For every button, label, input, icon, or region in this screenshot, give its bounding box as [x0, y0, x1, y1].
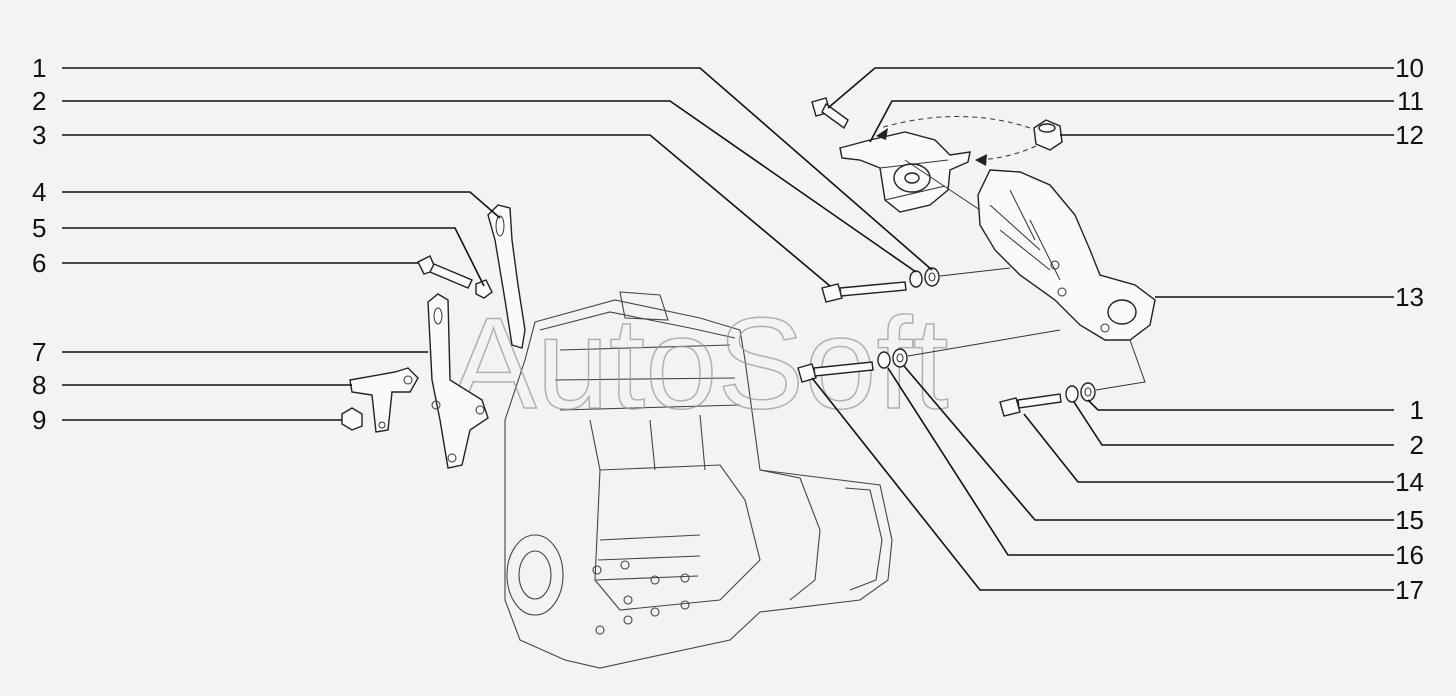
- callout-14: 14: [1395, 467, 1424, 497]
- callouts-right: 10 11 12 13 1 2 14 15 16 17: [1395, 53, 1424, 605]
- spring-washer-16: [877, 351, 891, 369]
- spring-washer-2: [909, 270, 923, 288]
- mount-bracket: [977, 169, 1156, 341]
- autosoft-watermark: AutoSoft: [450, 290, 949, 436]
- callout-9: 9: [32, 405, 46, 435]
- callout-16: 16: [1395, 540, 1424, 570]
- bolt-3: [821, 281, 907, 303]
- callout-12: 12: [1395, 120, 1424, 150]
- upper-bracket-4: [487, 204, 526, 349]
- callout-1-left: 1: [32, 53, 46, 83]
- flat-washer-15: [892, 348, 908, 368]
- callout-8: 8: [32, 370, 46, 400]
- mount-stud-bolt: [811, 97, 849, 130]
- callout-1-right: 1: [1410, 395, 1424, 425]
- callout-11: 11: [1397, 86, 1424, 116]
- bolt-17: [797, 361, 874, 383]
- callout-10: 10: [1395, 53, 1424, 83]
- bolt-14: [999, 393, 1062, 417]
- callout-5: 5: [32, 213, 46, 243]
- engine-bracket-7: [427, 293, 489, 469]
- spring-washer-2b: [1065, 385, 1079, 403]
- nut-9: [341, 407, 363, 431]
- callout-4: 4: [32, 177, 46, 207]
- leader-lines-right: [811, 67, 1394, 591]
- support-bracket-8: [349, 367, 419, 433]
- callout-6: 6: [32, 248, 46, 278]
- arrow-head-icon: [975, 154, 987, 166]
- callouts-left: 1 2 3 4 5 6 7 8 9: [32, 53, 46, 435]
- self-locking-nut: [1033, 119, 1063, 151]
- rubber-mount-cushion: [839, 131, 971, 213]
- assembly-path-12: [977, 145, 1037, 161]
- callout-17: 17: [1395, 575, 1424, 605]
- nut-5: [475, 279, 493, 299]
- callout-2-right: 2: [1410, 430, 1424, 460]
- callout-3: 3: [32, 120, 46, 150]
- callout-13: 13: [1395, 282, 1424, 312]
- engine-gearbox-outline: [504, 291, 893, 669]
- callout-2-left: 2: [32, 86, 46, 116]
- callout-7: 7: [32, 337, 46, 367]
- flat-washer-1b: [1080, 382, 1096, 402]
- bolt-6: [417, 255, 473, 289]
- flat-washer-1: [924, 267, 940, 287]
- assembly-path-11: [879, 116, 1031, 129]
- callout-15: 15: [1395, 505, 1424, 535]
- leader-lines-left: [62, 67, 933, 421]
- arrow-head-icon: [876, 128, 888, 140]
